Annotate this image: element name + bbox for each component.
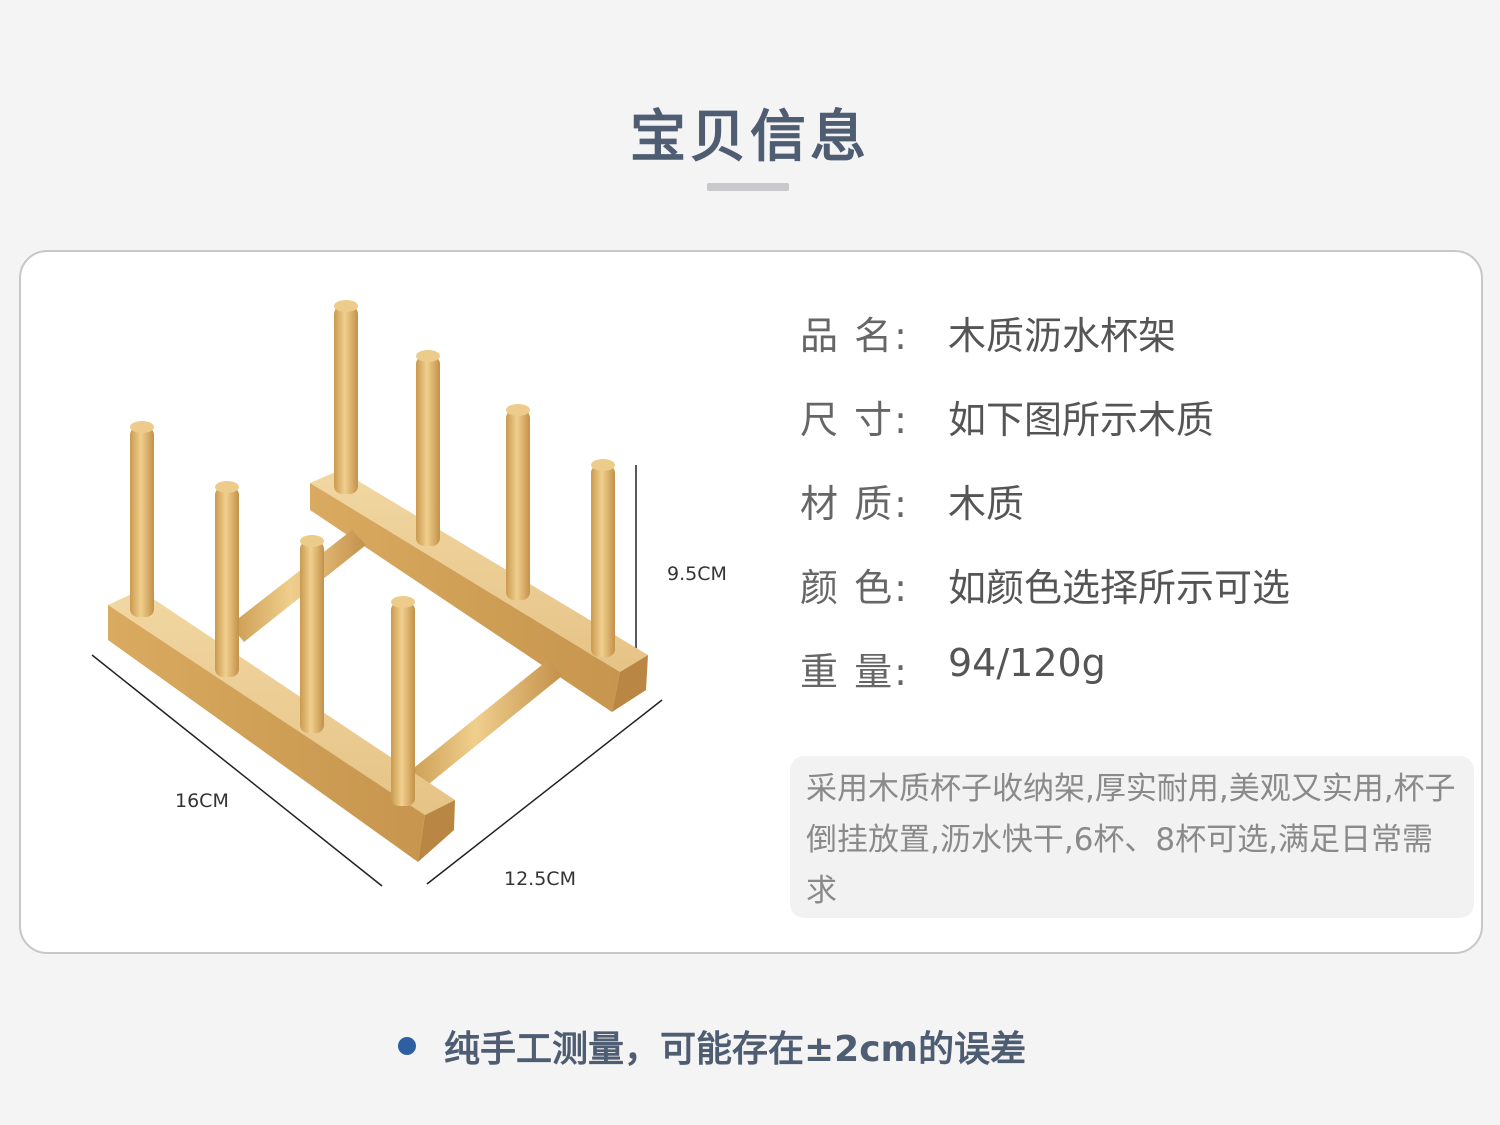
width-dimension-label: 12.5CM — [504, 868, 576, 890]
spec-key: 颜 色: — [800, 566, 909, 610]
spec-row-weight: 重 量: 94/120g — [800, 641, 1440, 725]
spec-row-color: 颜 色: 如颜色选择所示可选 — [800, 557, 1440, 641]
spec-list: 品 名: 木质沥水杯架 尺 寸: 如下图所示木质 材 质: 木质 颜 色: 如颜… — [800, 305, 1440, 725]
measurement-note: 纯手工测量，可能存在±2cm的误差 — [444, 1029, 1027, 1070]
spec-row-name: 品 名: 木质沥水杯架 — [800, 305, 1440, 389]
spec-row-size: 尺 寸: 如下图所示木质 — [800, 389, 1440, 473]
spec-value: 木质沥水杯架 — [948, 314, 1177, 358]
spec-value: 如下图所示木质 — [948, 398, 1215, 442]
title-underline — [707, 183, 789, 191]
product-description: 采用木质杯子收纳架,厚实耐用,美观又实用,杯子倒挂放置,沥水快干,6杯、8杯可选… — [790, 756, 1474, 918]
spec-key: 品 名: — [800, 314, 909, 358]
spec-value: 如颜色选择所示可选 — [948, 566, 1291, 610]
bullet-dot-icon — [398, 1037, 416, 1055]
spec-key: 重 量: — [800, 650, 909, 694]
spec-key: 材 质: — [800, 482, 909, 526]
spec-value: 94/120g — [948, 641, 1106, 685]
height-dimension-label: 9.5CM — [667, 563, 727, 585]
page-title: 宝贝信息 — [630, 105, 870, 170]
cup-rack-image — [91, 300, 663, 887]
spec-key: 尺 寸: — [800, 398, 909, 442]
spec-row-material: 材 质: 木质 — [800, 473, 1440, 557]
length-dimension-label: 16CM — [175, 790, 229, 812]
spec-value: 木质 — [948, 482, 1025, 526]
